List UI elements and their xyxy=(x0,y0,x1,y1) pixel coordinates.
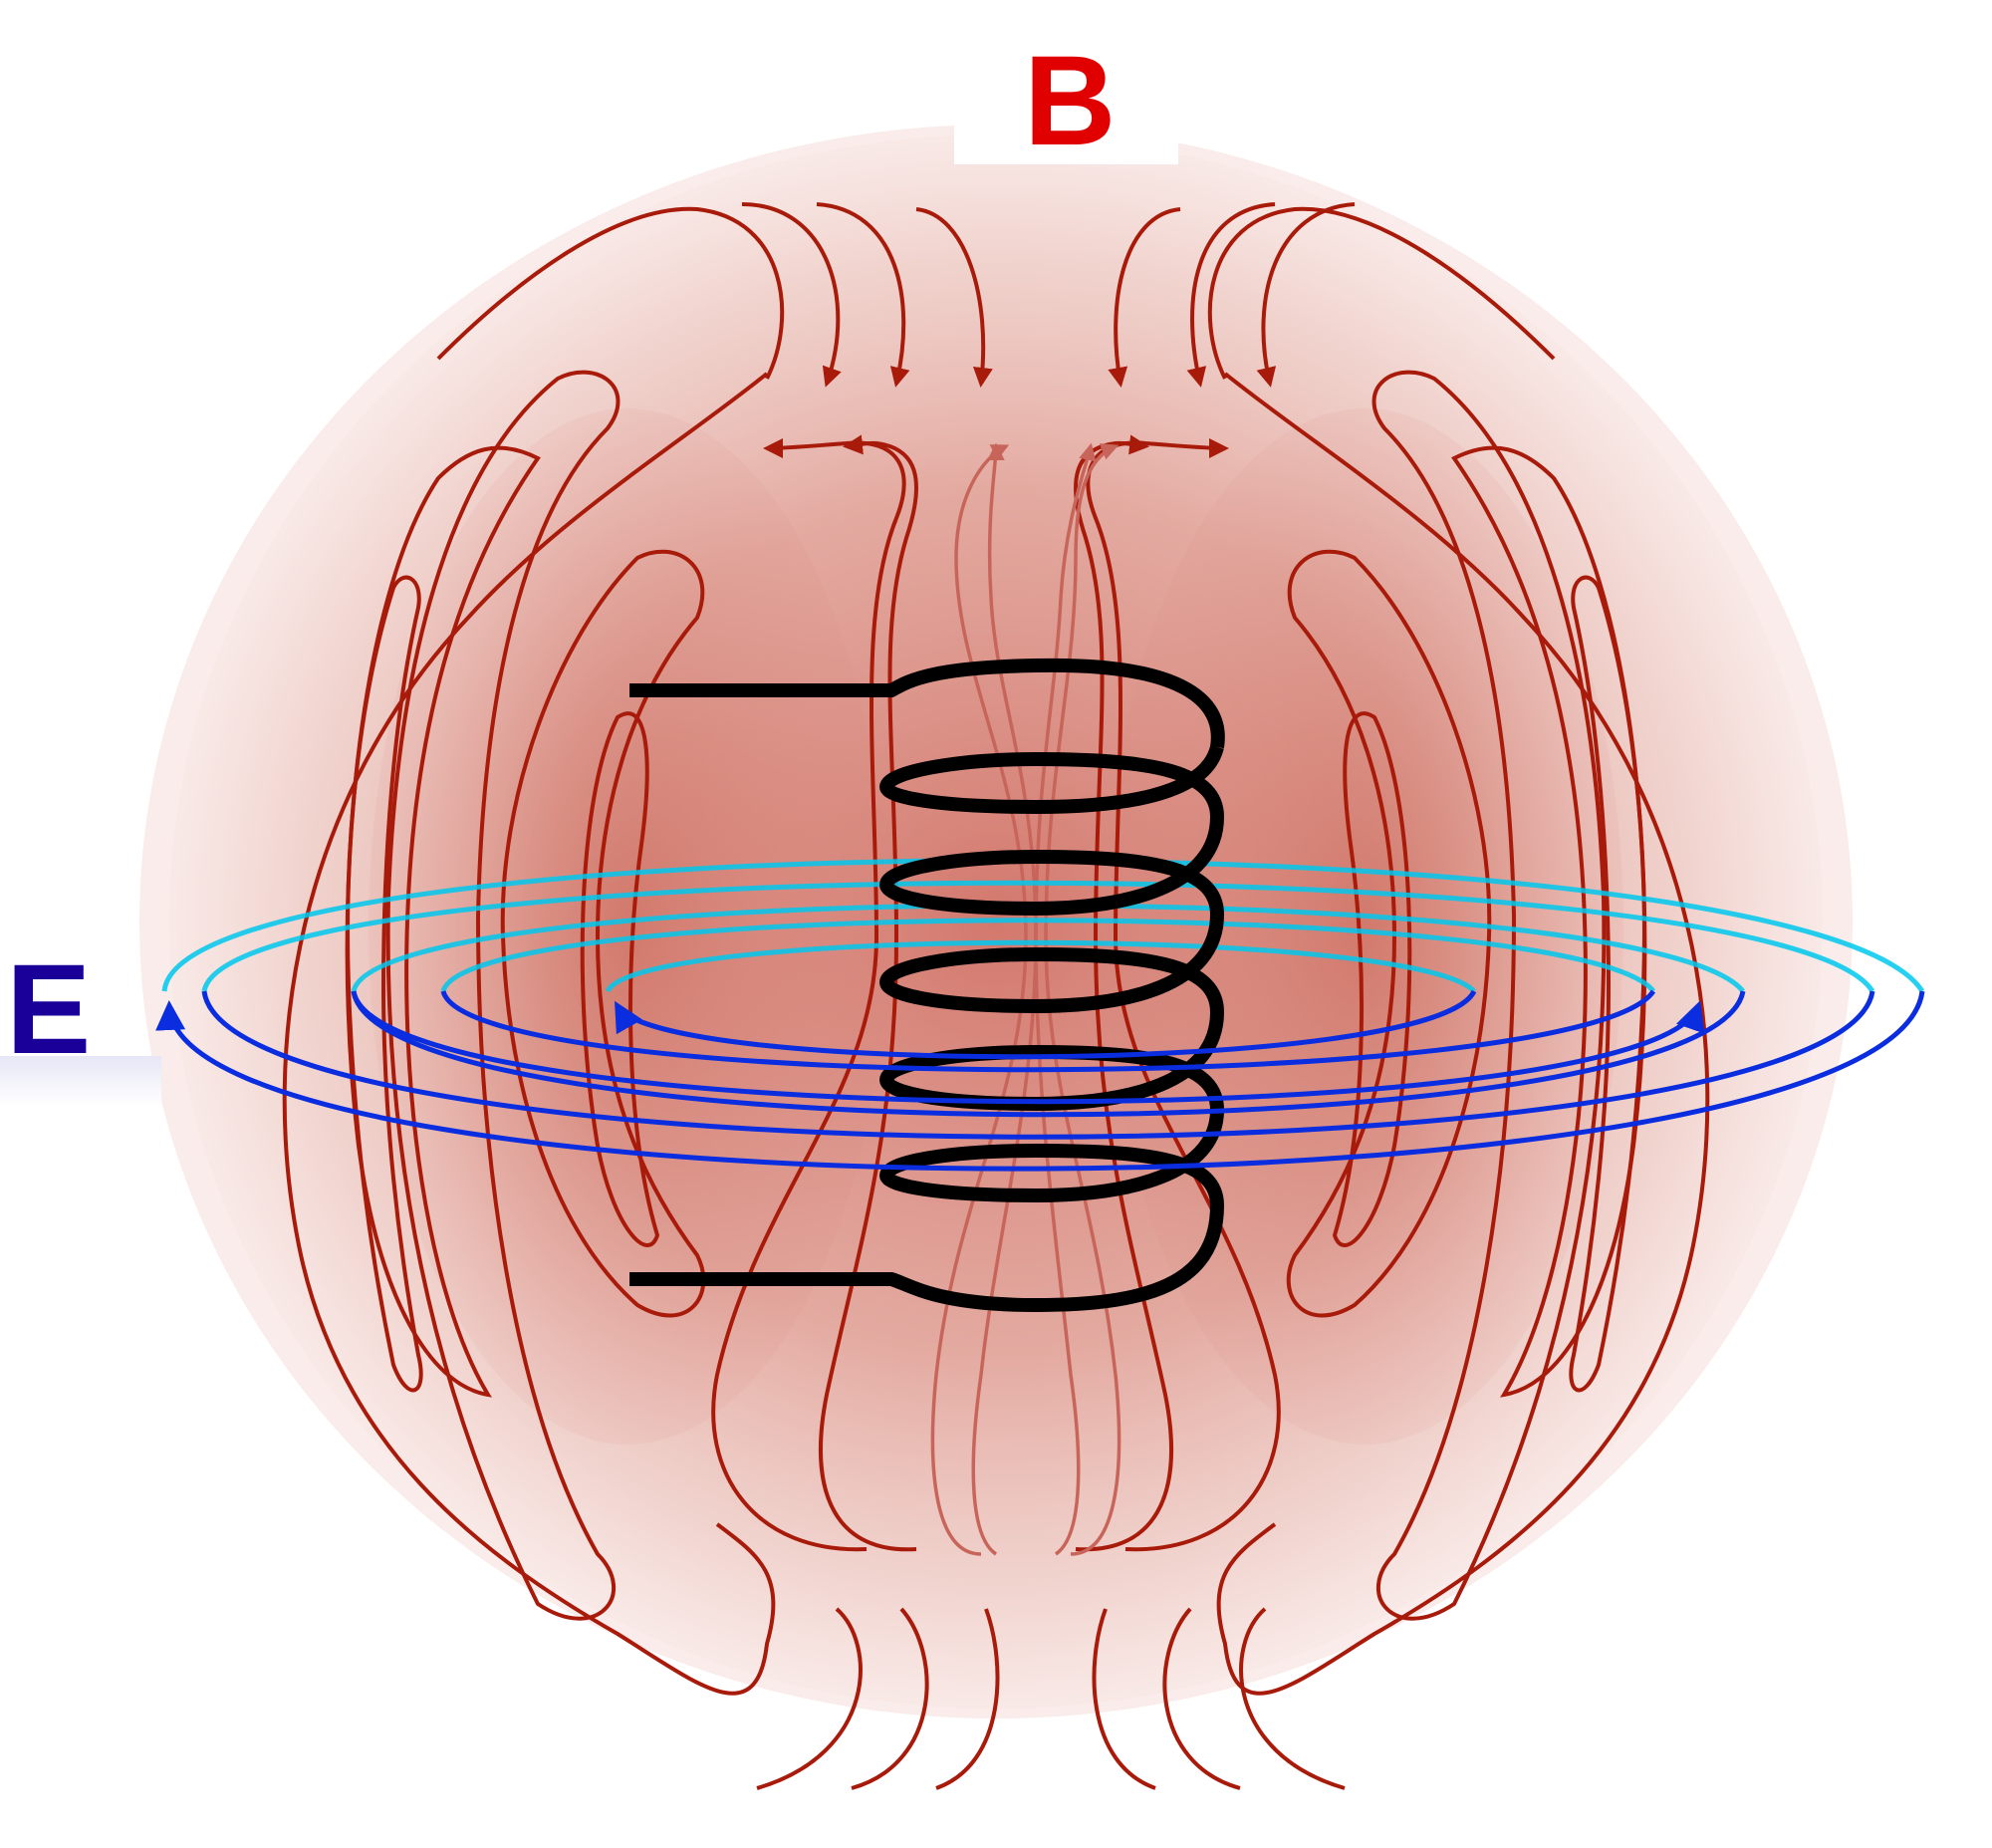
b-loop-right-3 xyxy=(1286,549,1492,1318)
e-loop-back-4 xyxy=(440,918,1656,993)
e-loop-front-2 xyxy=(201,990,1875,1140)
b-loop-right-2 xyxy=(1371,370,1607,1621)
e-loop-front-4 xyxy=(440,989,1656,1073)
b-arc-bottom-right-2 xyxy=(1162,1607,1241,1790)
field-lobe-right xyxy=(1106,408,1623,1445)
e-loop-back-5 xyxy=(605,939,1476,993)
b-arrow-top-right-3 xyxy=(1256,202,1356,388)
b-arrow-top-right-1 xyxy=(1108,207,1181,388)
b-arc-bottom-left-3 xyxy=(935,1608,1000,1790)
coil-icon xyxy=(629,658,1225,1313)
magnetic-bottom-arcs xyxy=(756,1607,1346,1790)
b-arrow-top-right-2 xyxy=(1186,202,1276,388)
electric-field-lines-back xyxy=(161,858,1925,993)
e-loop-front-1 xyxy=(155,990,1925,1172)
label-e-background xyxy=(0,1056,161,1106)
e-loop-front-6 xyxy=(351,990,1746,1118)
field-lobe-left xyxy=(369,408,886,1445)
magnetic-field-lines xyxy=(282,206,1710,1696)
electric-field-lines-front xyxy=(155,989,1925,1172)
b-loop-right-4 xyxy=(1569,575,1646,1393)
b-arrow-top-left-3 xyxy=(915,207,993,388)
coil-turn-4 xyxy=(878,1011,1224,1112)
electric-field-label: E xyxy=(6,938,92,1081)
coil-turn-3 xyxy=(878,914,1224,1014)
b-loop-right-5 xyxy=(1332,711,1412,1247)
b-line-outer-right xyxy=(1216,372,1710,1696)
e-loop-front-3 xyxy=(351,990,1705,1105)
b-arrow-top-left-1 xyxy=(741,202,842,388)
coil-turn-1 xyxy=(878,744,1224,818)
magnetic-field-label: B xyxy=(1024,30,1117,172)
b-loop-left-3 xyxy=(500,549,706,1318)
b-line-outer-left-top xyxy=(436,206,785,380)
b-line-center-right xyxy=(1044,443,1121,1556)
b-arrow-top-left-2 xyxy=(816,202,910,388)
e-loop-back-2 xyxy=(201,880,1875,993)
magnetic-field-lines-light xyxy=(930,442,1121,1556)
magnetic-incoming-arrows xyxy=(741,202,1356,388)
b-arc-bottom-left-2 xyxy=(851,1607,929,1790)
b-arc-bottom-right-1 xyxy=(1092,1608,1156,1790)
b-line-center-left xyxy=(930,444,1028,1556)
coil-turn-6 xyxy=(629,1204,1224,1313)
b-arc-bottom-right-3 xyxy=(1239,1607,1346,1790)
b-loop-left-4 xyxy=(346,575,423,1393)
b-arc-bottom-left-1 xyxy=(756,1607,863,1790)
coil-turn-5 xyxy=(878,1109,1224,1206)
b-loop-left-2 xyxy=(385,370,621,1621)
b-line-center-right-2 xyxy=(1034,442,1097,1556)
label-gap xyxy=(954,100,1178,164)
b-line-outer-left xyxy=(282,372,776,1696)
b-line-outer-right-top xyxy=(1207,206,1556,380)
coil-lead-top xyxy=(629,658,1225,749)
coil-turn-2 xyxy=(878,816,1224,917)
e-loop-front-5 xyxy=(614,989,1477,1060)
